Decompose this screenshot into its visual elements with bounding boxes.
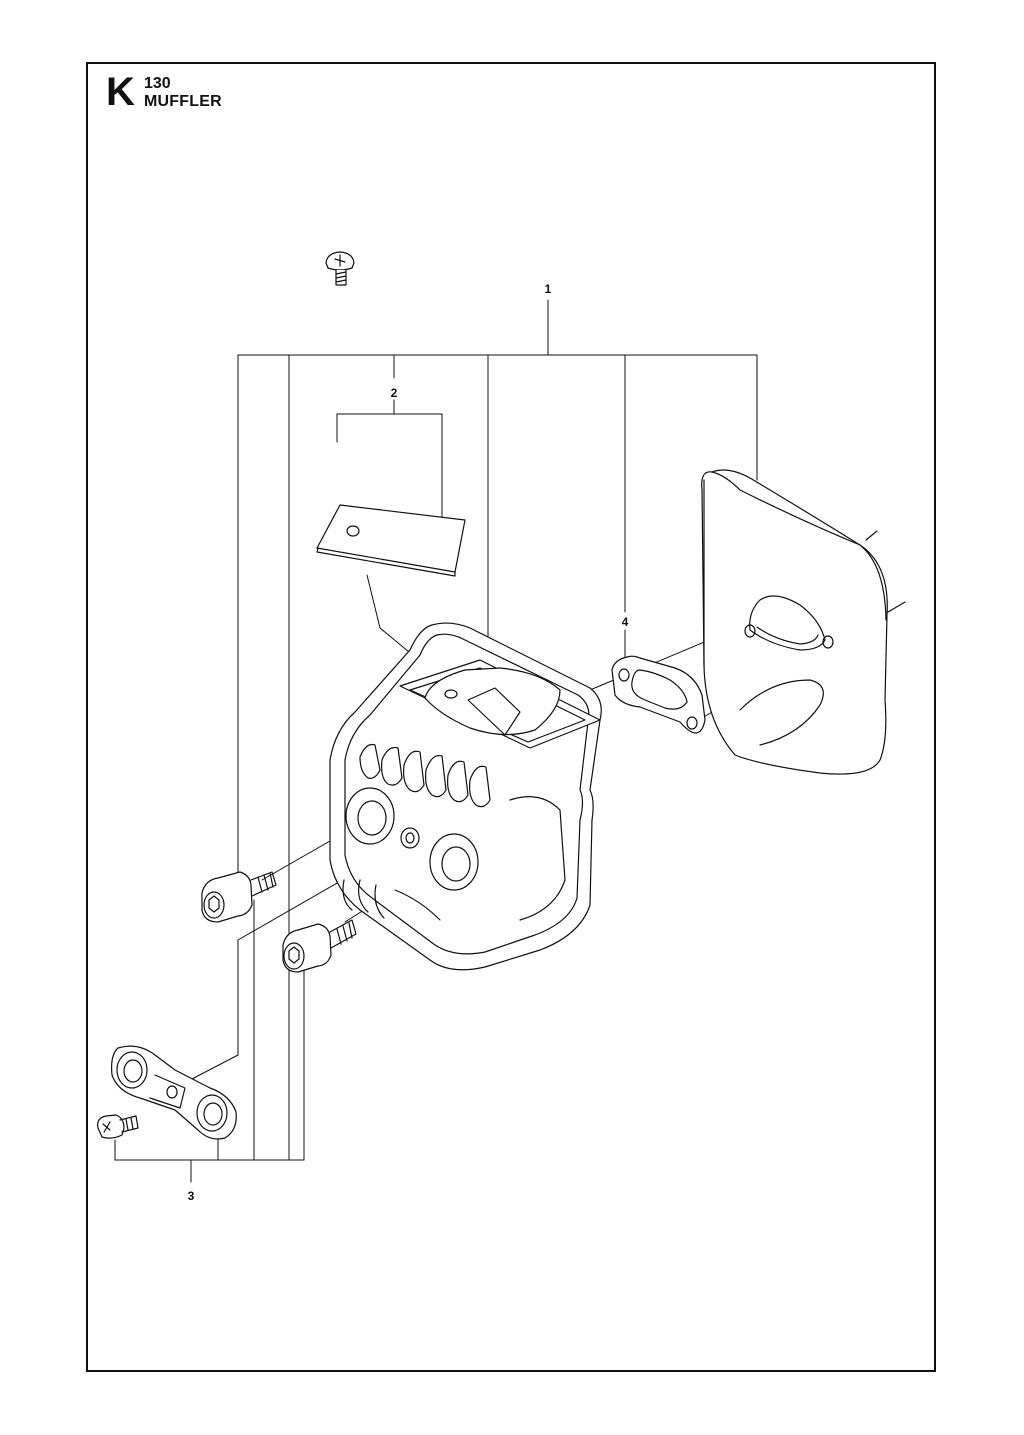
bracket-plate — [111, 1045, 237, 1140]
callout-1: 1 — [545, 282, 552, 296]
section-title: MUFFLER — [144, 93, 222, 110]
gasket — [611, 655, 706, 734]
section-letter: K — [106, 70, 135, 114]
section-number: 130 — [144, 75, 171, 92]
page-frame — [86, 62, 936, 1372]
callout-4: 4 — [622, 615, 629, 629]
label-plate — [316, 504, 466, 577]
bolt-upper — [201, 871, 277, 923]
bracket-screw — [97, 1114, 139, 1139]
muffler-body — [329, 622, 602, 971]
callout-2: 2 — [391, 386, 398, 400]
heat-shield — [701, 469, 906, 775]
callout-3: 3 — [188, 1189, 195, 1203]
label-screw — [325, 251, 355, 286]
bolt-lower — [282, 919, 357, 973]
